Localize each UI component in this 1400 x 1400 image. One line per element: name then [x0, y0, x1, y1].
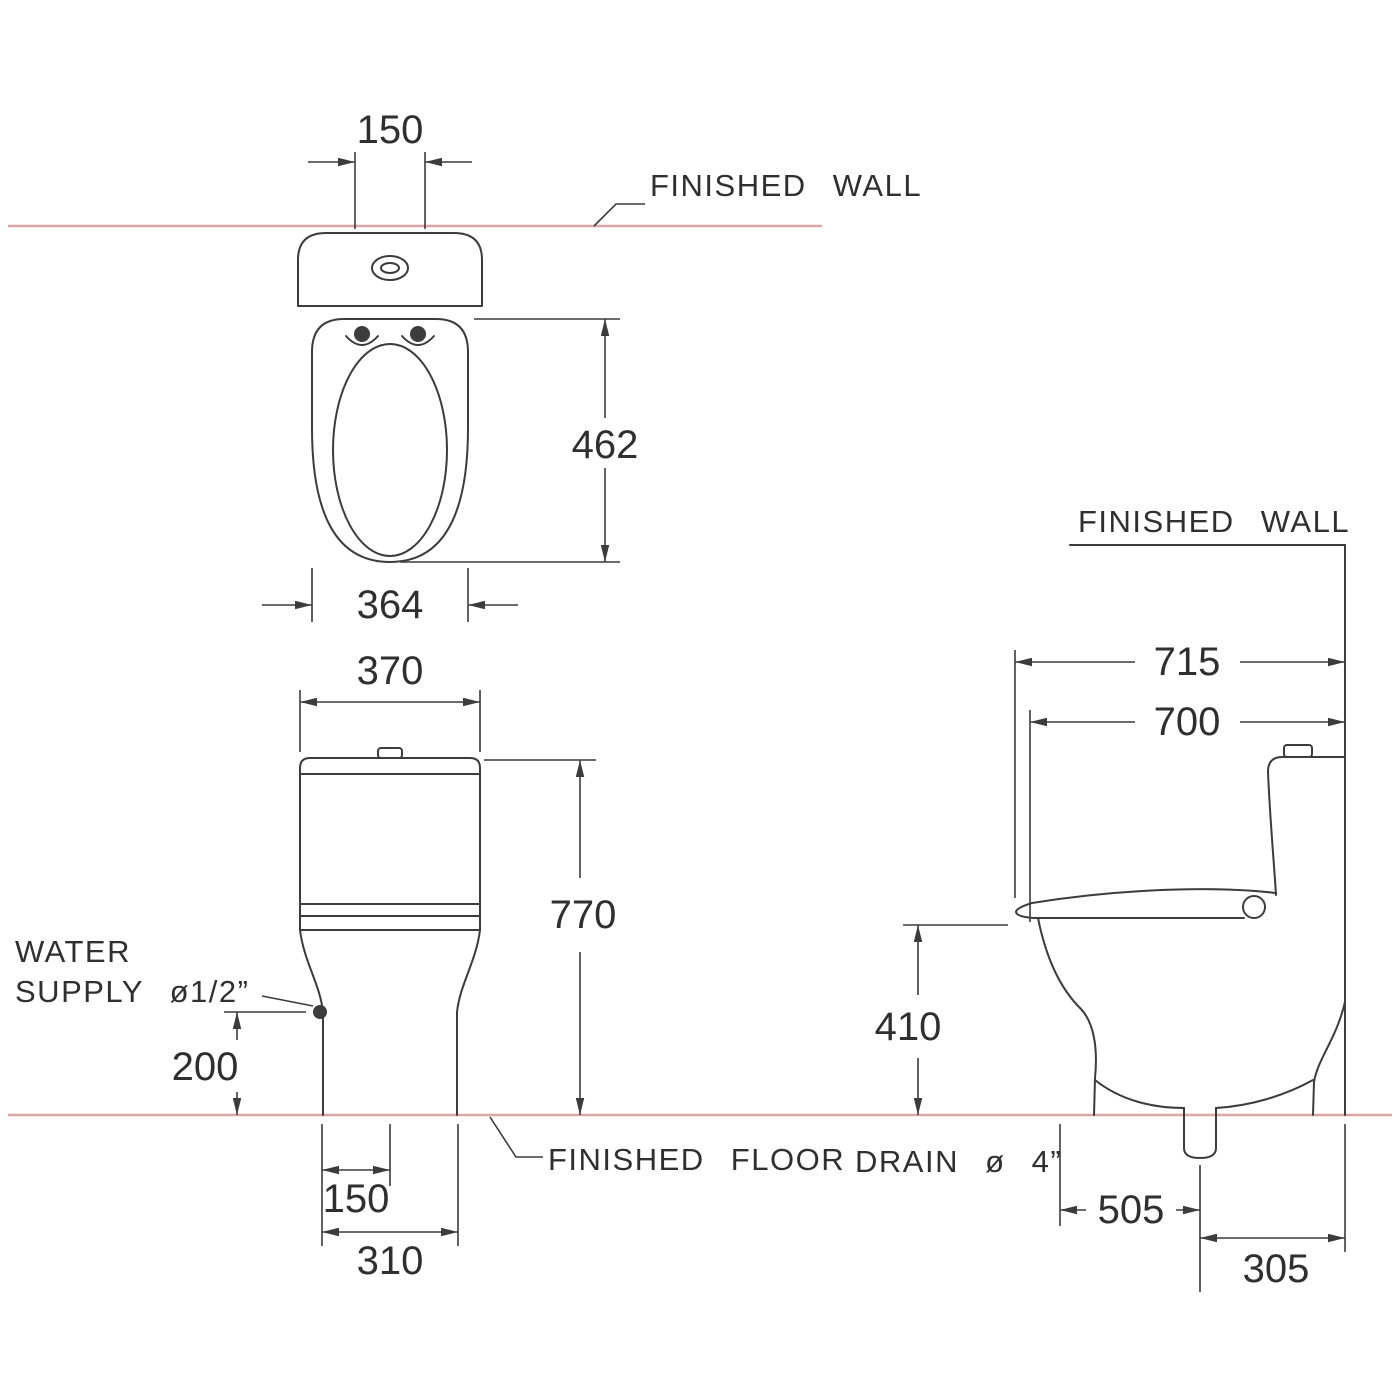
seat-hinge-side — [1242, 895, 1266, 919]
dim-front-310-value: 310 — [357, 1239, 424, 1283]
dim-side-410: 410 — [875, 924, 1008, 1115]
drain-pipe — [1183, 1107, 1217, 1159]
flush-button-front — [377, 747, 403, 759]
dim-top-462-value: 462 — [572, 423, 639, 467]
bowl-front-profile — [1037, 917, 1097, 1116]
dim-side-715: 715 — [1014, 640, 1345, 898]
seat-hinge-left — [354, 326, 370, 342]
seat-hinge-left-arc — [345, 335, 379, 346]
tank-top-outline — [297, 232, 483, 307]
finished-floor-label: FINISHED FLOOR — [548, 1142, 845, 1177]
seat-hinge-right — [410, 326, 426, 342]
flush-button-outer — [371, 255, 409, 281]
dim-side-505: 505 — [1059, 1124, 1201, 1292]
dim-side-505-value: 505 — [1098, 1188, 1165, 1232]
dim-side-305: 305 — [1200, 1124, 1346, 1291]
dim-top-462: 462 — [400, 318, 639, 563]
finished-wall-side-line — [1069, 544, 1346, 1116]
dim-top-150-value: 150 — [357, 108, 424, 152]
dim-front-200-value: 200 — [172, 1045, 239, 1089]
dim-side-305-value: 305 — [1243, 1247, 1310, 1291]
toilet-top-view — [297, 232, 483, 563]
dim-side-700-value: 700 — [1154, 700, 1221, 744]
dim-top-364: 364 — [262, 568, 518, 627]
dim-front-770-value: 770 — [550, 893, 617, 937]
bowl-opening — [332, 343, 448, 557]
water-supply-label-line2: SUPPLY ø1/2” — [15, 974, 249, 1009]
drain-label: DRAIN ø 4” — [855, 1144, 1062, 1179]
dim-side-410-value: 410 — [875, 1005, 942, 1049]
seat-hinge-right-arc — [401, 335, 435, 346]
flush-button-inner — [380, 262, 400, 274]
water-supply-label-line1: WATER — [15, 934, 131, 969]
bowl-back-profile — [1312, 1001, 1346, 1116]
dim-top-364-value: 364 — [357, 583, 424, 627]
flush-button-side — [1283, 744, 1313, 758]
tank-side-outline — [1267, 756, 1346, 896]
seat-outline — [311, 318, 469, 563]
water-supply-leader — [261, 995, 314, 1007]
finished-floor-leader — [489, 1116, 543, 1158]
dim-front-770: 770 — [484, 759, 617, 1115]
toilet-side-view — [1015, 744, 1346, 1159]
dim-front-370-value: 370 — [357, 649, 424, 693]
finished-wall-top-label: FINISHED WALL — [650, 168, 922, 203]
finished-wall-side-label: FINISHED WALL — [1078, 504, 1350, 539]
dim-front-150-value: 150 — [323, 1177, 390, 1221]
base-arch-front — [1094, 1079, 1185, 1109]
dim-front-150-310: 150 310 — [321, 1124, 459, 1283]
seat-lid-bottom — [1015, 902, 1245, 919]
dim-side-700: 700 — [1029, 700, 1345, 922]
pedestal-left-edge — [299, 929, 324, 1116]
dim-side-715-value: 715 — [1154, 640, 1221, 684]
dim-front-200: 200 — [172, 1011, 306, 1115]
dim-front-370: 370 — [299, 649, 481, 752]
seat-lid-top — [1031, 888, 1277, 904]
water-supply-inlet — [313, 1005, 327, 1019]
base-arch-back — [1215, 1079, 1314, 1109]
pedestal-right-edge — [456, 929, 481, 1116]
toilet-front-view — [299, 747, 481, 1116]
tank-front-outline — [299, 757, 481, 931]
finished-wall-top-leader — [593, 203, 645, 227]
dim-top-150: 150 — [308, 108, 472, 229]
